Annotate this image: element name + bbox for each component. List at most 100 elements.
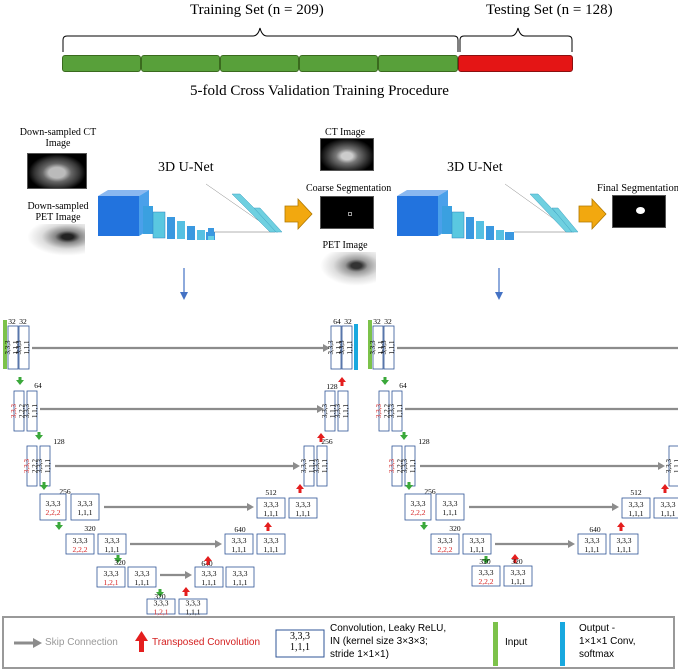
unet1-up-4 xyxy=(266,526,270,531)
unet1-up-5-head xyxy=(204,556,212,561)
unet2-bott-a-s: 2,2,2 xyxy=(479,577,494,586)
unet1-dec0-a xyxy=(330,325,342,370)
unet2-enc1-b xyxy=(391,390,403,432)
unet2-down-4-head xyxy=(482,559,490,564)
unet1-dec0-a-k: 3,3,3 xyxy=(327,340,335,355)
unet1-dec0-b xyxy=(341,325,353,370)
unet1-ch-2: 128 xyxy=(53,437,65,446)
unet1-dec5-a-s: 1,1,1 xyxy=(202,578,217,587)
unet1-enc1-a-s: 2,2,2 xyxy=(18,404,26,419)
unet2-enc3-a-s: 2,2,2 xyxy=(411,508,426,517)
unet2-enc2-a-s: 2,2,2 xyxy=(396,459,404,474)
unet2-enc3-a xyxy=(404,493,432,521)
pipeline-down-arrows xyxy=(180,268,503,300)
unet1-dec3-b-k: 3,3,3 xyxy=(296,500,311,509)
unet1-enc3-a xyxy=(39,493,67,521)
unet1-dec5-a-k: 3,3,3 xyxy=(202,569,217,578)
unet1-skip-1-head xyxy=(317,405,324,413)
unet2-enc4-a-k: 3,3,3 xyxy=(438,536,453,545)
unet1-dec3-b-s: 1,1,1 xyxy=(296,509,311,518)
unet2-enc2-b-k: 3,3,3 xyxy=(401,459,409,474)
unet2-enc1-b-s: 1,1,1 xyxy=(396,404,404,419)
unet1-dec4-b-k: 3,3,3 xyxy=(264,536,279,545)
final-seg-image xyxy=(612,195,666,228)
unet1-down-2-head xyxy=(40,485,48,490)
unet1-dec1-b xyxy=(337,390,349,432)
unet2-enc2-a-k: 3,3,3 xyxy=(388,459,396,474)
legend-transposed-label: Transposed Convolution xyxy=(152,637,261,648)
unet2-down-3 xyxy=(422,522,426,526)
unet1-bott-b xyxy=(178,598,208,615)
unet1-enc1-a-k: 3,3,3 xyxy=(10,404,18,419)
unet1-output-bar xyxy=(354,324,358,370)
unet2-dec3-a xyxy=(621,497,651,519)
unet2-ch-3: 256 xyxy=(424,487,436,496)
unet1-down-3 xyxy=(57,522,61,526)
unet1-enc4-b-s: 1,1,1 xyxy=(105,545,120,554)
unet1-up-1-head xyxy=(338,377,346,382)
legend-conv-2: IN (kernel size 3×3×3; xyxy=(330,636,428,647)
unet2-input-bar xyxy=(368,320,372,369)
unet2-down-1 xyxy=(402,432,406,436)
unet1-dec2-a xyxy=(303,445,315,487)
unet1-ch-4: 320 xyxy=(84,524,96,533)
unet2-dec4-a-k: 3,3,3 xyxy=(585,536,600,545)
unet1-dec3-a xyxy=(256,497,286,519)
legend-output-3: softmax xyxy=(579,649,615,660)
unet2-dec2-a-s: 1,1,1 xyxy=(673,459,678,474)
unet2-enc3-a-k: 3,3,3 xyxy=(411,499,426,508)
unet1-upch-1: 128 xyxy=(326,382,338,391)
unet2-enc4-b-k: 3,3,3 xyxy=(470,536,485,545)
unet2-down-2 xyxy=(407,482,411,486)
unet2-ch-2: 128 xyxy=(418,437,430,446)
unet2-enc0-b xyxy=(383,325,395,370)
unet1-dec1-a-k: 3,3,3 xyxy=(321,404,329,419)
unet2-skip-3-head xyxy=(612,503,619,511)
unet2-upch-3: 512 xyxy=(630,488,642,497)
unet1-up-3-head xyxy=(296,484,304,489)
unet2-bott-b-s: 1,1,1 xyxy=(511,577,526,586)
legend-block-s: 1,1,1 xyxy=(290,642,310,653)
transposed-arrow-icon xyxy=(135,631,148,652)
unet1-bott-a-k: 3,3,3 xyxy=(154,599,169,608)
unet2-enc3-b xyxy=(435,493,465,521)
unet-1-title: 3D U-Net xyxy=(158,160,214,175)
unet1-enc1-b-k: 3,3,3 xyxy=(23,404,31,419)
unet1-out-ch-1: 64 xyxy=(333,317,341,326)
unet1-enc1-b-s: 1,1,1 xyxy=(31,404,39,419)
unet2-up-5-head xyxy=(511,554,519,559)
unet1-enc2-a-k: 3,3,3 xyxy=(23,459,31,474)
unet1-ch-6: 320 xyxy=(154,592,166,601)
cv-procedure-label: 5-fold Cross Validation Training Procedu… xyxy=(190,83,449,99)
unet1-skip-0-head xyxy=(323,344,330,352)
unet1-up-2-head xyxy=(317,433,325,438)
unet2-up-5 xyxy=(513,558,517,563)
unet1-dec2-a-k: 3,3,3 xyxy=(300,459,308,474)
unet1-bott-b-s: 1,1,1 xyxy=(186,608,201,617)
unet1-down-1 xyxy=(37,432,41,436)
coarse-seg-label: Coarse Segmentation xyxy=(306,183,392,194)
unet1-ch-5: 320 xyxy=(114,558,126,567)
pet-downsampled-image xyxy=(27,224,85,256)
unet2-ch-5: 320 xyxy=(479,557,491,566)
unet1-dec3-a-s: 1,1,1 xyxy=(264,509,279,518)
unet2-enc0-a-k: 3,3,3 xyxy=(369,340,377,355)
unet1-enc1-b xyxy=(26,390,38,432)
unet1-dec0-b-k: 3,3,3 xyxy=(338,340,346,355)
unet1-enc3-b-k: 3,3,3 xyxy=(78,499,93,508)
training-brace xyxy=(62,27,459,52)
unet2-bott-b xyxy=(503,565,533,587)
unet2-up-3-head xyxy=(661,484,669,489)
unet-2-icon xyxy=(397,183,579,240)
unet1-down-0-head xyxy=(16,380,24,385)
unet1-enc3-a-s: 2,2,2 xyxy=(46,508,61,517)
unet1-dec4-a-k: 3,3,3 xyxy=(232,536,247,545)
unet1-bott-a xyxy=(146,598,176,615)
blue-down-arrow-1 xyxy=(180,268,188,300)
unet1-enc4-a-k: 3,3,3 xyxy=(73,536,88,545)
unet1-enc4-b-k: 3,3,3 xyxy=(105,536,120,545)
pet-image xyxy=(320,252,376,286)
legend-output-2: 1×1×1 Conv, xyxy=(579,636,636,647)
unet1-in-ch-1: 32 xyxy=(8,317,16,326)
